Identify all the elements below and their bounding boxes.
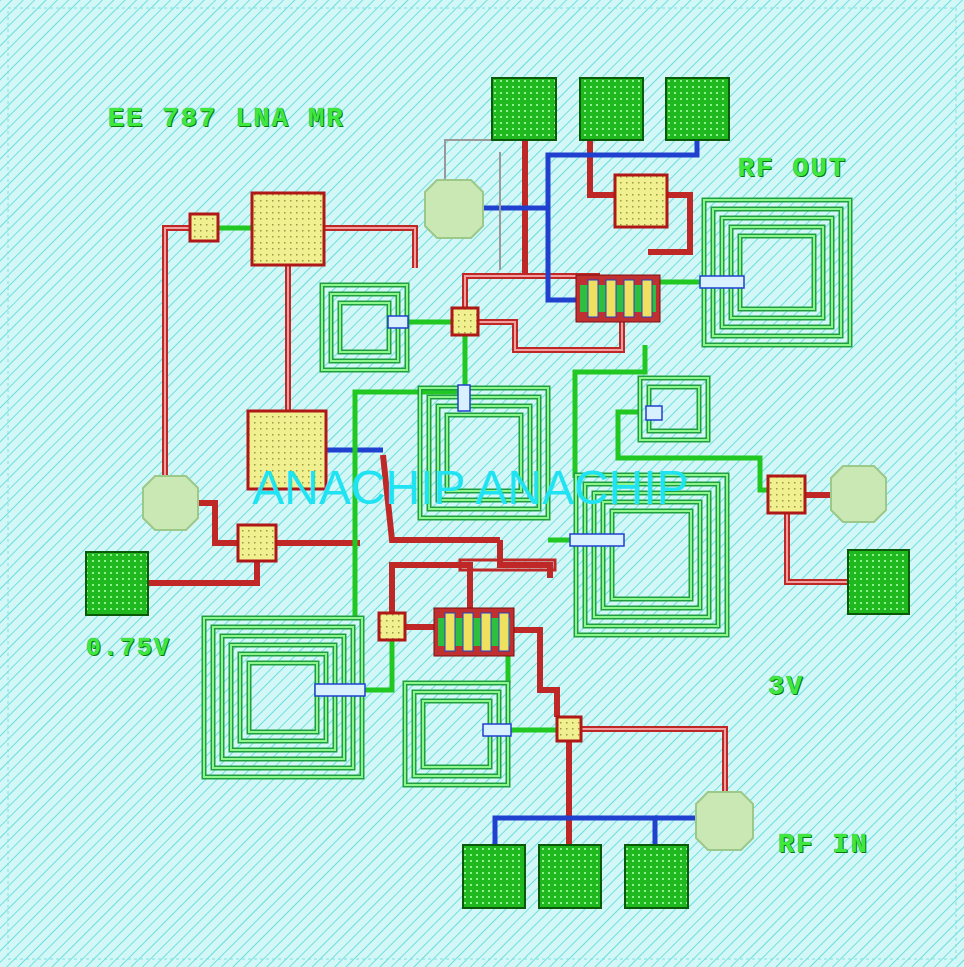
spiral-inductors [204,200,850,785]
chip-title: EE 787 LNA MR [108,104,345,134]
capacitors [190,175,805,741]
pin-name: 3V [768,672,804,702]
probe-pads [143,180,886,850]
pin-name: RF OUT [738,154,847,184]
pin-name: 0.75V [86,634,171,663]
bond-pads [86,78,909,908]
watermark: ANACHIP ANACHIP [252,460,689,515]
pin-name: RF IN [778,830,869,860]
metal-wires [148,140,848,845]
